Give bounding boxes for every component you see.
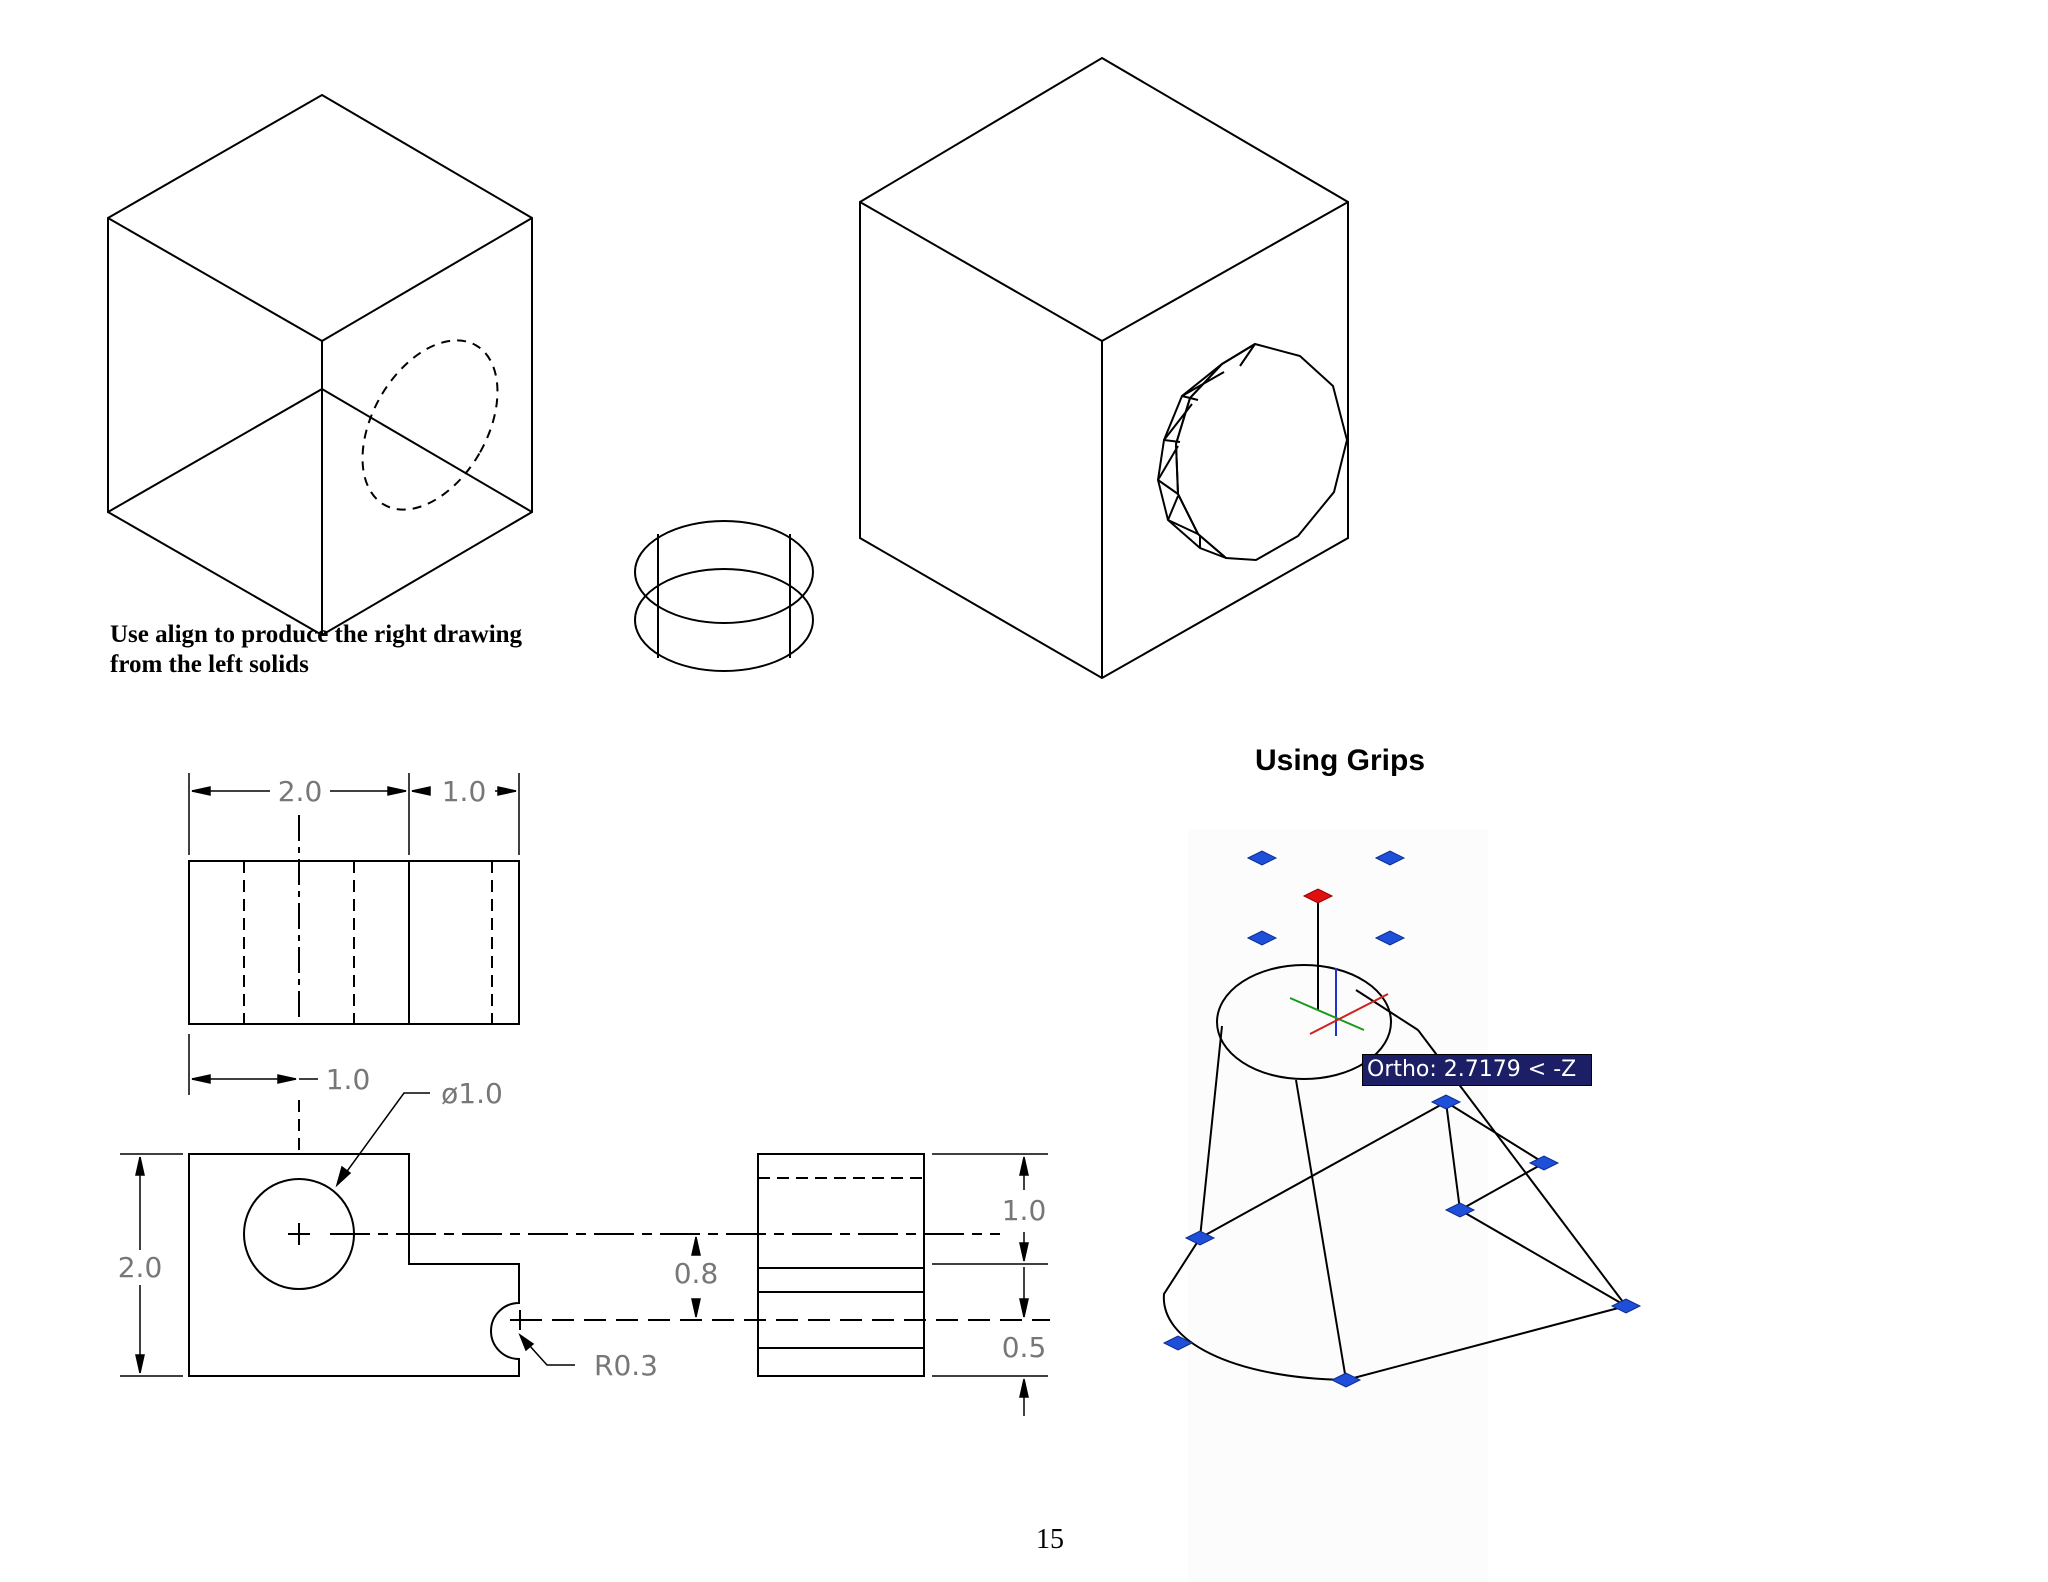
grips-screenshot-panel xyxy=(1188,830,1488,1582)
grip-cone-6[interactable] xyxy=(1162,1335,1194,1351)
ortho-side-view xyxy=(757,1153,925,1377)
dimension-labels: 2.0 1.0 1.0 ø1.0 2.0 0.8 R0.3 1.0 0.5 xyxy=(118,775,1047,1382)
grip-hot-red[interactable] xyxy=(1302,888,1334,904)
grip-top-left[interactable] xyxy=(1246,850,1278,866)
top-view-dimensions xyxy=(188,773,520,1095)
side-view-dimensions xyxy=(691,1153,1048,1416)
cylinder-boss xyxy=(1156,342,1349,562)
grips-title: Using Grips xyxy=(1254,744,1426,777)
dim-notch-radius: R0.3 xyxy=(594,1349,658,1382)
dim-notch-height: 0.8 xyxy=(674,1257,719,1290)
dim-side-lower: 0.5 xyxy=(1002,1331,1047,1364)
left-wireframe-box xyxy=(107,93,533,637)
dim-top-width-right: 1.0 xyxy=(442,775,487,808)
grips-cone-wireframe xyxy=(1162,895,1627,1381)
align-caption: Use align to produce the right drawing f… xyxy=(110,620,570,680)
grip-mid-left[interactable] xyxy=(1246,930,1278,946)
grip-mid-right[interactable] xyxy=(1374,930,1406,946)
grip-cone-3[interactable] xyxy=(1444,1202,1476,1218)
small-cylinder xyxy=(634,520,814,672)
grip-cone-2[interactable] xyxy=(1528,1155,1560,1171)
ucs-axis-icon xyxy=(1289,968,1389,1036)
dim-top-width-left: 2.0 xyxy=(278,775,323,808)
page-number: 15 xyxy=(1036,1524,1064,1555)
grip-markers xyxy=(1162,850,1642,1388)
dim-height: 2.0 xyxy=(118,1251,163,1284)
grip-top-right[interactable] xyxy=(1374,850,1406,866)
ortho-tooltip: Ortho: 2.7179 < -Z xyxy=(1362,1054,1592,1086)
right-solid-box xyxy=(859,56,1349,680)
ortho-top-view xyxy=(188,815,520,1025)
grip-cone-5[interactable] xyxy=(1610,1298,1642,1314)
caption-line-1: Use align to produce the right drawing xyxy=(110,621,523,648)
grip-cone-4[interactable] xyxy=(1184,1230,1216,1246)
dim-side-upper: 1.0 xyxy=(1002,1194,1047,1227)
dim-hole-diameter: ø1.0 xyxy=(441,1077,503,1110)
grip-cone-7[interactable] xyxy=(1330,1372,1362,1388)
caption-line-2: from the left solids xyxy=(110,651,309,678)
dim-hole-offset: 1.0 xyxy=(326,1063,371,1096)
grip-cone-1[interactable] xyxy=(1430,1094,1462,1110)
ortho-front-view xyxy=(188,1100,1050,1377)
front-view-dimensions xyxy=(120,1092,575,1377)
